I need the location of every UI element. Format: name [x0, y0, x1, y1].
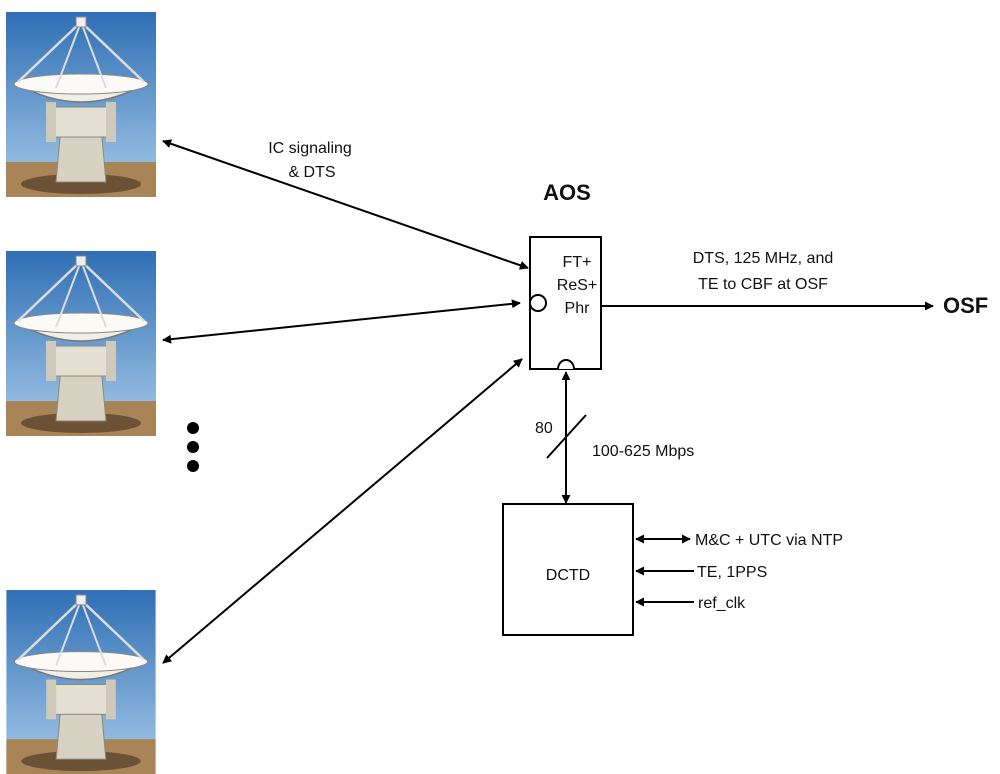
dctd-box: [502, 503, 634, 636]
antenna-n-link: [162, 358, 523, 664]
antenna-2-link: [162, 299, 521, 344]
output-label-line2: TE to CBF at OSF: [698, 276, 828, 293]
ic-dts-label: & DTS: [288, 164, 335, 181]
output-label-line1: DTS, 125 MHz, and: [693, 250, 834, 267]
bus-rate-label: 100-625 Mbps: [592, 443, 694, 460]
frontend-label-res: ReS+: [557, 277, 597, 294]
antenna-image-1: [6, 12, 156, 197]
aos-title: AOS: [543, 180, 591, 205]
ref-clk-label: ref_clk: [698, 595, 746, 612]
more-antennas-dots: [187, 422, 199, 472]
antenna-image-n: [6, 590, 156, 774]
frontend-input-port: [529, 294, 547, 312]
ic-signaling-label: IC signaling: [268, 140, 352, 157]
antenna-1-link: [162, 139, 529, 270]
frontend-label-phr: Phr: [565, 300, 591, 317]
frontend-label-ft: FT+: [563, 254, 592, 271]
frontend-bus-port: [557, 359, 575, 370]
dctd-label: DCTD: [546, 567, 590, 584]
bus-width-label: 80: [535, 420, 553, 437]
bus-width-slash: [546, 414, 587, 459]
osf-label: OSF: [943, 293, 988, 318]
mc-input-label: M&C + UTC via NTP: [695, 532, 843, 549]
antenna-image-2: [6, 250, 156, 437]
te-input-label: TE, 1PPS: [697, 564, 767, 581]
